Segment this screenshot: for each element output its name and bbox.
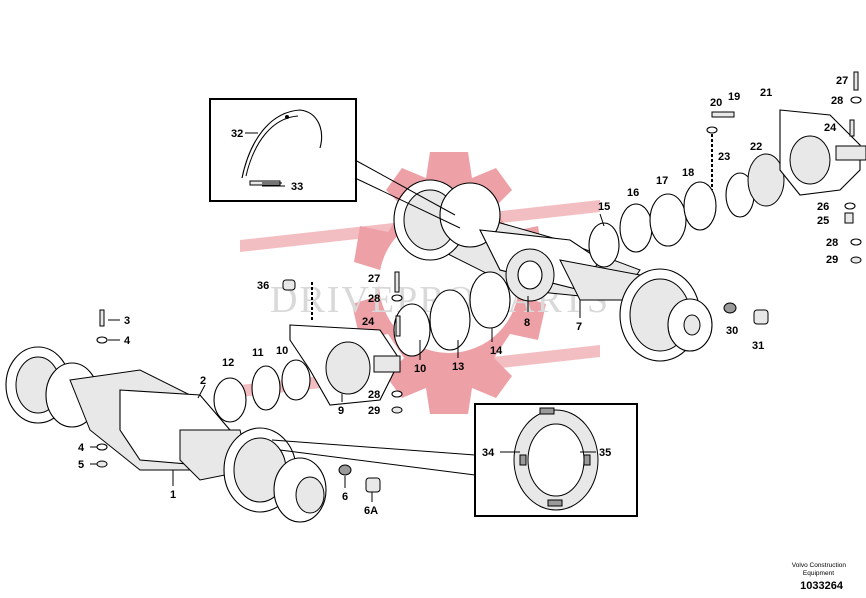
callout-35: 35 [599,447,611,459]
callout-12: 12 [222,357,234,369]
callout-34: 34 [482,447,495,459]
callout-5: 5 [78,459,84,471]
callout-33: 33 [291,181,303,193]
callout-24b: 24 [362,316,375,328]
callout-28b: 28 [826,237,838,249]
callout-7: 7 [576,321,582,333]
callout-18: 18 [682,167,694,179]
callout-6: 6 [342,491,348,503]
footer: Volvo Construction Equipment 1033264 [792,562,847,592]
callout-8: 8 [524,317,530,329]
callout-28a: 28 [831,95,843,107]
upper-axle-assembly [393,179,713,362]
snap-ring-part [241,109,323,179]
bracket-21 [779,109,866,196]
callout-36: 36 [257,280,269,292]
callout-2: 2 [200,375,206,387]
callout-20: 20 [710,97,722,109]
leader-lines [90,132,605,502]
callout-22: 22 [750,141,762,153]
callout-30: 30 [726,325,738,337]
hardware-parts [96,71,862,493]
callout-29b: 29 [368,405,380,417]
inset-box-snap-ring [209,98,357,202]
callout-4a: 4 [124,335,131,347]
bracket-9 [289,324,401,406]
callout-27b: 27 [368,273,380,285]
callout-14: 14 [490,345,503,357]
callout-23: 23 [718,151,730,163]
callout-6a: 6A [364,505,378,517]
callout-10b: 10 [276,345,288,357]
callout-19: 19 [728,91,740,103]
callout-24a: 24 [824,122,837,134]
callout-15: 15 [598,201,610,213]
footer-drawing-number: 1033264 [800,580,844,592]
callout-1: 1 [170,489,176,501]
callout-4b: 4 [78,442,85,454]
callout-17: 17 [656,175,668,187]
lower-axle-assembly [5,346,327,523]
callout-3: 3 [124,315,130,327]
callout-labels: 1 2 3 4 4 5 6 6A 7 8 9 10 10 11 12 13 14… [78,75,848,517]
callout-29a: 29 [826,254,838,266]
callout-31: 31 [752,340,764,352]
lower-rings [213,359,311,423]
callout-11: 11 [252,347,264,359]
callout-13: 13 [452,361,464,373]
callout-27a: 27 [836,75,848,87]
callout-9: 9 [338,405,344,417]
callout-16: 16 [627,187,639,199]
inset-box-brake-disc [474,403,638,517]
callout-26: 26 [817,201,829,213]
callout-32: 32 [231,128,243,140]
footer-company: Volvo Construction [792,562,847,569]
callout-10a: 10 [414,363,426,375]
callout-25: 25 [817,215,829,227]
upper-rings [393,153,785,357]
footer-company-line2: Equipment [803,570,834,577]
callout-28c: 28 [368,293,380,305]
callout-21: 21 [760,87,772,99]
callout-28d: 28 [368,389,380,401]
